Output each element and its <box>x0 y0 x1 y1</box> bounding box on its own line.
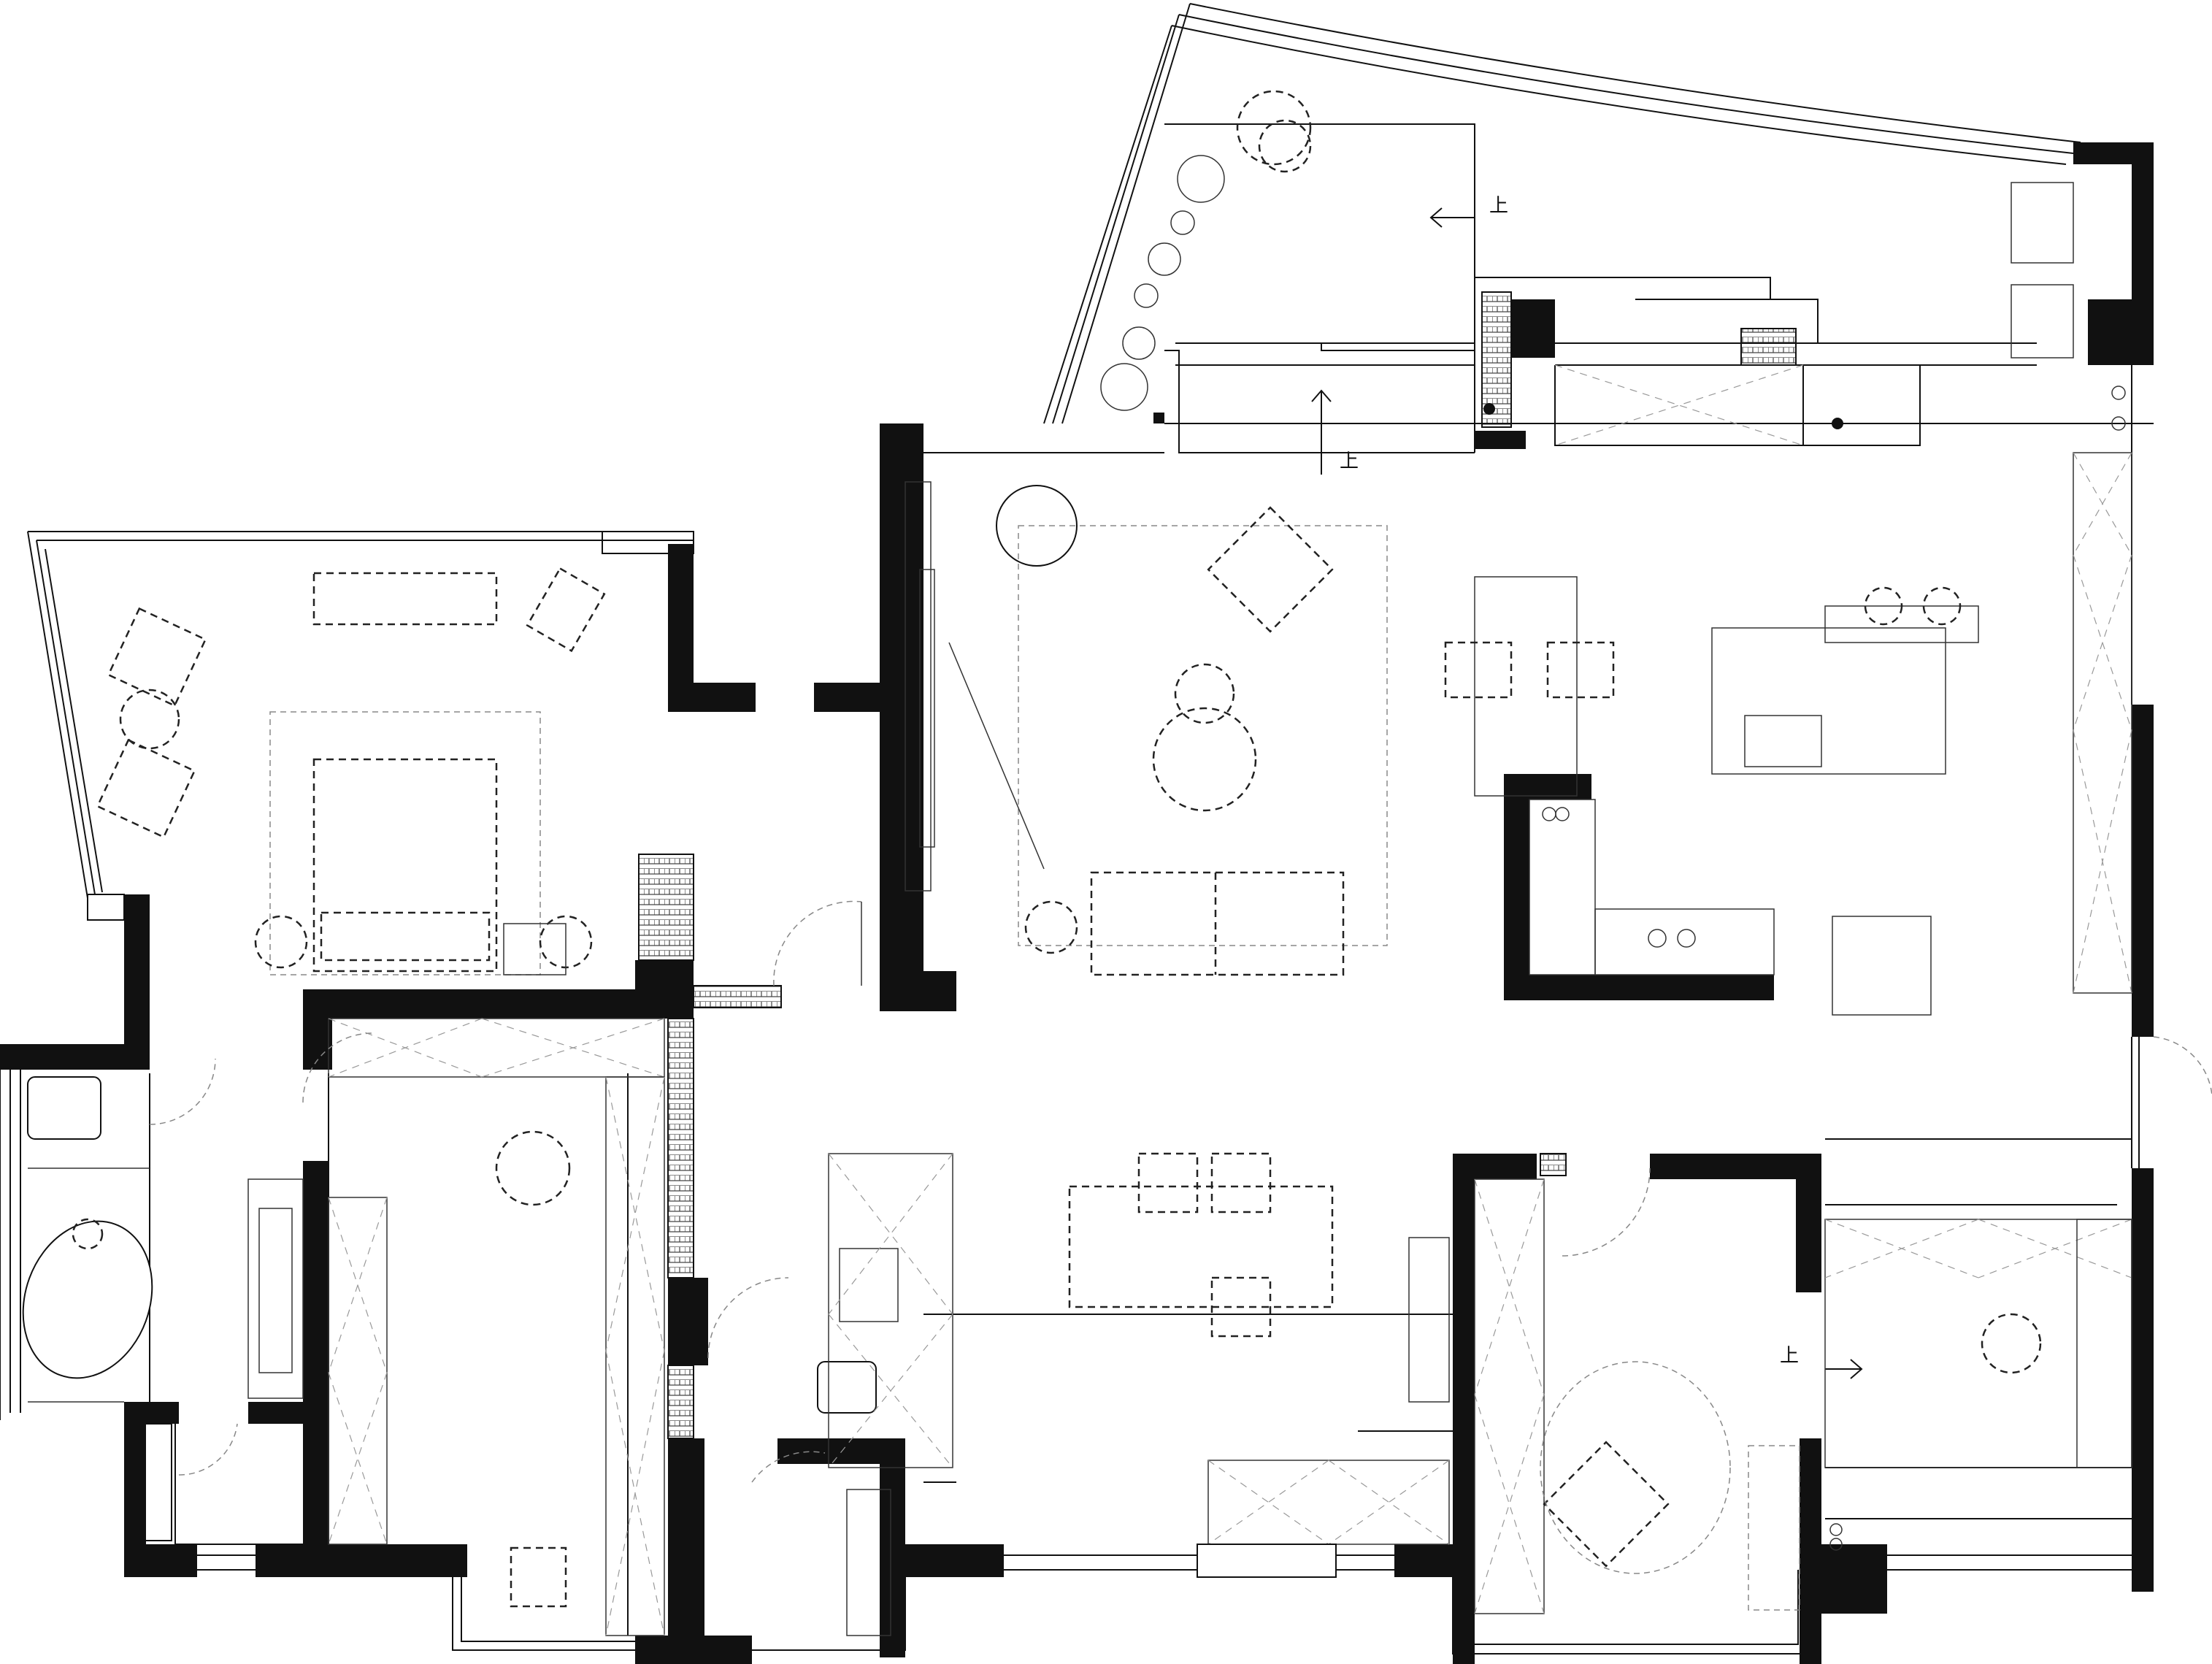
interior-lines <box>149 123 2154 1636</box>
living-room <box>905 481 1388 976</box>
stair-arrow-living-entry: 上 <box>1311 389 1359 475</box>
se-bedroom <box>1408 1178 2132 1614</box>
stair-up-label-living-entry: 上 <box>1340 450 1359 472</box>
stair-up-label-east-bedroom: 上 <box>1780 1345 1799 1367</box>
walk-in-closet <box>328 1018 665 1636</box>
stair-arrow-north-terrace: 上 <box>1429 195 1508 228</box>
dining-area <box>1068 1152 1450 1578</box>
central-bath <box>817 1153 953 1636</box>
brick-partitions <box>638 291 1797 1439</box>
fixtures-details <box>1483 386 2126 1551</box>
master-bath <box>22 1076 304 1541</box>
nw-bedroom-furniture <box>87 531 694 975</box>
door-swings <box>149 900 2212 1483</box>
stair-arrow-east-bedroom: 上 <box>1780 1345 1863 1379</box>
structural-walls <box>0 142 2154 1664</box>
stair-up-label-north-terrace: 上 <box>1489 195 1508 217</box>
north-terrace <box>1100 90 1475 411</box>
kitchen <box>1444 182 2132 1016</box>
